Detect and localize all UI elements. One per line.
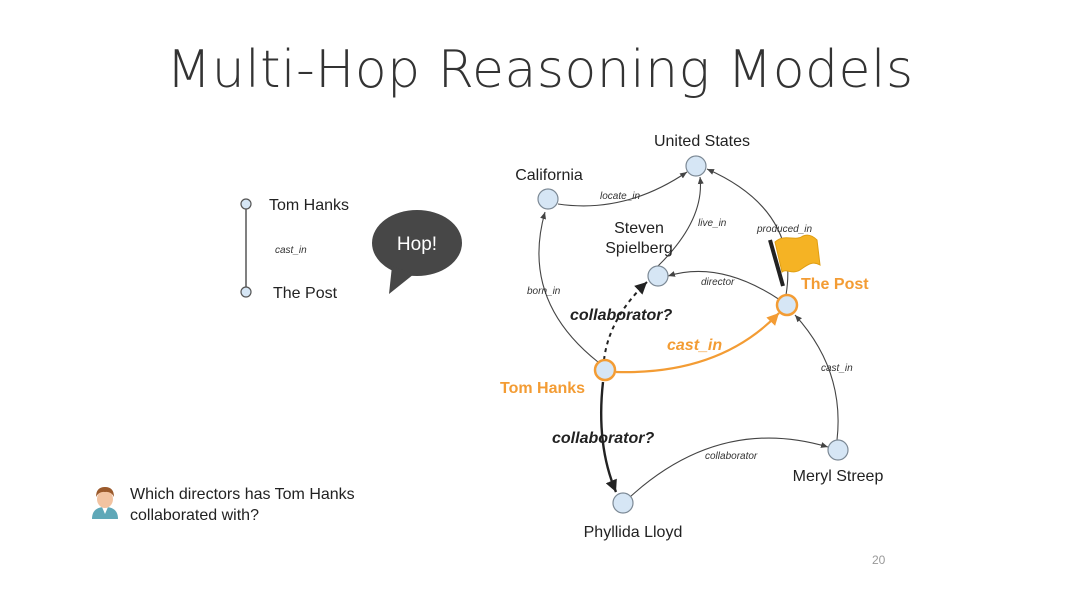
- node-labels: United States California Steven Spielber…: [500, 133, 883, 541]
- graph-edges: [538, 168, 839, 498]
- node-california: [537, 188, 559, 210]
- node-phyllida-lloyd: [612, 492, 634, 514]
- label-tom-hanks: Tom Hanks: [500, 380, 585, 397]
- node-steven-spielberg: [647, 265, 669, 287]
- question-text: Which directors has Tom Hanks collaborat…: [130, 486, 355, 524]
- hop-speech-bubble: Hop!: [372, 210, 462, 294]
- edge-produced-in: [706, 168, 789, 296]
- edge-collaborator-query-dashed: [603, 281, 648, 361]
- edge-collaborator-query-solid: [599, 381, 618, 493]
- hop-text: Hop!: [397, 234, 437, 255]
- edge-label-collaborator-query-1: collaborator?: [570, 307, 672, 324]
- edge-label-locate-in: locate_in: [600, 191, 640, 202]
- edge-label-collaborator: collaborator: [705, 451, 758, 462]
- label-the-post: The Post: [801, 276, 869, 293]
- node-the-post: [775, 293, 799, 317]
- node-tom-hanks: [593, 358, 617, 382]
- example-label-tom-hanks: Tom Hanks: [269, 197, 349, 214]
- example-node-the-post: [240, 286, 252, 298]
- user-avatar-icon: [92, 487, 118, 519]
- label-phyllida-lloyd: Phyllida Lloyd: [584, 524, 683, 541]
- node-united-states: [685, 155, 707, 177]
- page-number: 20: [872, 553, 886, 567]
- edge-label-cast-in-orange: cast_in: [667, 337, 722, 354]
- label-steven-spielberg-line1: Steven: [614, 220, 664, 237]
- node-meryl-streep: [827, 439, 849, 461]
- edge-label-cast-in: cast_in: [821, 363, 853, 374]
- example-label-the-post: The Post: [273, 285, 338, 302]
- left-example: Tom Hanks cast_in The Post: [240, 197, 349, 302]
- example-label-cast-in: cast_in: [275, 245, 307, 256]
- label-united-states: United States: [654, 133, 750, 150]
- slide-title: Multi-Hop Reasoning Models: [166, 40, 914, 100]
- edge-label-produced-in: produced_in: [756, 224, 812, 235]
- flag-icon: [768, 234, 821, 287]
- edge-label-live-in: live_in: [698, 218, 727, 229]
- edge-director: [667, 270, 781, 301]
- edge-label-director: director: [701, 277, 735, 288]
- label-california: California: [515, 167, 583, 184]
- edge-label-born-in: born_in: [527, 286, 561, 297]
- edge-collaborator: [629, 437, 829, 498]
- label-steven-spielberg-line2: Spielberg: [605, 240, 673, 257]
- label-meryl-streep: Meryl Streep: [793, 468, 884, 485]
- edge-live-in: [657, 176, 704, 267]
- edge-labels: locate_in live_in produced_in director b…: [527, 191, 853, 462]
- edge-cast-in: [794, 314, 839, 441]
- edge-cast-in-orange: [615, 312, 780, 374]
- graph-nodes: [537, 155, 849, 514]
- edge-locate-in: [557, 171, 688, 207]
- edge-label-collaborator-query-2: collaborator?: [552, 430, 654, 447]
- example-node-tom-hanks: [240, 198, 252, 210]
- edge-born-in: [538, 211, 599, 363]
